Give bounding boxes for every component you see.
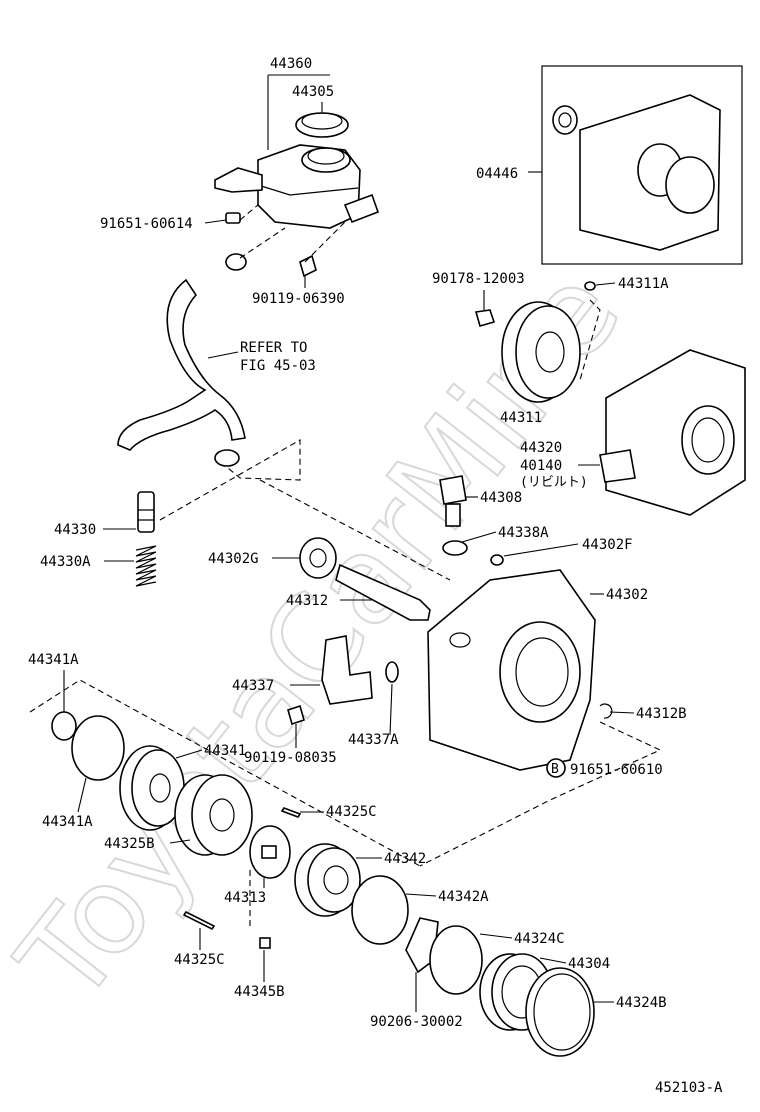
label-91651-60614[interactable]: 91651-60614 [100,216,193,232]
spring-44330A [135,545,157,587]
oring-44342A [351,875,409,945]
label-44345B[interactable]: 44345B [234,984,285,1000]
oring-44337A [385,661,399,683]
label-44342[interactable]: 44342 [384,851,426,867]
kit-box [541,65,743,265]
label-44311[interactable]: 44311 [500,410,542,426]
reservoir-tank [214,144,380,229]
rotor-44313 [249,825,291,879]
label-44324B[interactable]: 44324B [616,995,667,1011]
label-44330A[interactable]: 44330A [40,554,91,570]
label-44311A[interactable]: 44311A [618,276,669,292]
refer-note-line1: REFER TO [240,340,307,356]
gasket-kit-04446 [552,94,721,251]
label-90178-12003[interactable]: 90178-12003 [432,271,525,287]
label-44325C-bottom[interactable]: 44325C [174,952,225,968]
shaft-44312 [335,563,431,621]
plug-44302F [490,554,504,566]
oring-44341A-large [71,715,125,781]
key-44311A [584,281,596,291]
valve-44308 [439,475,467,527]
oring-44341A-small [51,711,77,741]
fitting-44337 [321,635,373,705]
label-90119-06390[interactable]: 90119-06390 [252,291,345,307]
label-44325B[interactable]: 44325B [104,836,155,852]
svg-text:B: B [551,762,559,777]
oring-44324C [429,925,483,995]
pin-44325C-bottom [182,910,216,931]
label-44305[interactable]: 44305 [292,84,334,100]
label-44341[interactable]: 44341 [204,743,246,759]
label-40140[interactable]: 40140 [520,458,562,474]
nut-90178-12003 [474,309,496,327]
label-44338A[interactable]: 44338A [498,525,549,541]
rotor-ring-44325B [174,774,253,856]
label-44312[interactable]: 44312 [286,593,328,609]
side-plate-44342 [294,843,361,917]
label-90206-30002[interactable]: 90206-30002 [370,1014,463,1030]
label-44312B[interactable]: 44312B [636,706,687,722]
callout-b: B [546,758,566,778]
bearing-44302G [299,537,337,579]
label-44320[interactable]: 44320 [520,440,562,456]
housing-44302 [427,569,596,771]
label-44302G[interactable]: 44302G [208,551,259,567]
label-44302F[interactable]: 44302F [582,537,633,553]
diagram-code: 452103-A [655,1080,723,1096]
snap-ring-44312B [599,703,613,719]
clamp-part [225,253,247,271]
hose [117,278,246,467]
label-40140-note: (リビルト) [520,475,588,490]
label-90119-08035[interactable]: 90119-08035 [244,750,337,766]
label-44304[interactable]: 44304 [568,956,610,972]
reservoir-cap [295,112,349,138]
label-44302[interactable]: 44302 [606,587,648,603]
oring-44338A [442,540,468,556]
vane-44345B [259,937,271,949]
cam-plate-44341 [119,745,185,831]
label-44324C[interactable]: 44324C [514,931,565,947]
label-04446[interactable]: 04446 [476,166,518,182]
label-44308[interactable]: 44308 [480,490,522,506]
bolt-91651-60614 [225,212,241,224]
label-44337[interactable]: 44337 [232,678,274,694]
pin-44325C-top [280,807,302,818]
label-44341A-bottom[interactable]: 44341A [42,814,93,830]
pulley-44311 [501,301,581,403]
label-44313[interactable]: 44313 [224,890,266,906]
label-44330[interactable]: 44330 [54,522,96,538]
pump-assembly-44320 [599,349,746,516]
label-44360[interactable]: 44360 [270,56,312,72]
label-44337A[interactable]: 44337A [348,732,399,748]
label-44342A[interactable]: 44342A [438,889,489,905]
bolt-90119-06390 [299,254,317,278]
snap-ring-44324B [525,967,595,1057]
spring-valve-44330 [137,491,155,533]
bolt-90119-08035 [287,704,305,726]
refer-note-line2: FIG 45-03 [240,358,316,374]
label-44341A-top[interactable]: 44341A [28,652,79,668]
label-44325C-top[interactable]: 44325C [326,804,377,820]
